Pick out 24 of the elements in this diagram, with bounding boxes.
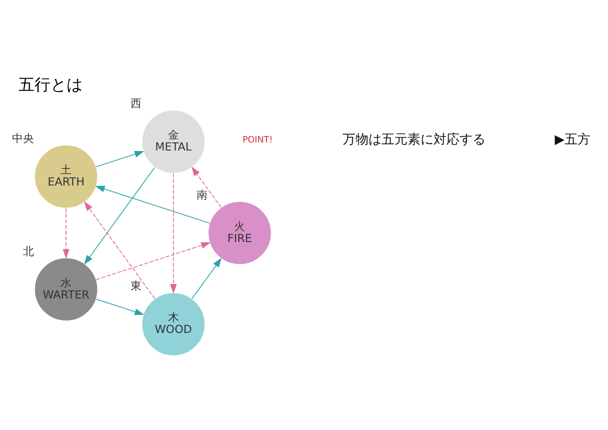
label: POINT! <box>242 136 273 146</box>
label: 万物は五元素に対応する <box>342 132 486 148</box>
label: ▶五方 <box>554 132 591 148</box>
node-circle: 火 FIRE <box>208 201 272 265</box>
node-circle: 金 METAL <box>141 110 206 174</box>
node-label: 中央 <box>12 132 34 145</box>
node-label: 南 <box>196 188 208 202</box>
arrow <box>170 172 177 294</box>
node-circle: 土 EARTH <box>34 144 98 208</box>
arrow <box>84 167 156 265</box>
node-label: 北 <box>23 244 34 258</box>
diagram-title: 五行とは <box>18 75 83 94</box>
node-label: 西 <box>130 97 142 110</box>
arrow <box>62 208 70 259</box>
arrow <box>191 166 222 208</box>
arrow <box>95 186 210 224</box>
arrow <box>192 258 222 299</box>
arrow <box>96 298 144 315</box>
node-circle: 水 WARTER <box>34 257 98 322</box>
arrow <box>96 242 211 280</box>
arrow <box>84 201 156 299</box>
node-circle: 木 WOOD <box>141 292 206 356</box>
arrow <box>96 150 144 168</box>
node-label: 東 <box>130 280 142 293</box>
